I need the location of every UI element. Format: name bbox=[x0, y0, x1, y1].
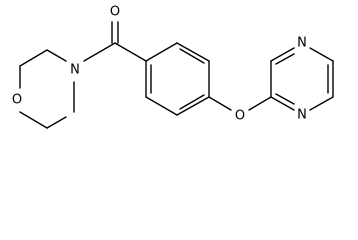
bond-morpholine-n-c1 bbox=[46, 49, 67, 62]
pyrazine-nitrogen-bottom-label: N bbox=[297, 108, 307, 123]
bond-carbonyl-c-aryl bbox=[114, 42, 147, 62]
bond-benzene-6 bbox=[145, 42, 178, 62]
bond-pyrazine-5 bbox=[309, 96, 334, 111]
morpholine-oxygen-label: O bbox=[12, 93, 22, 108]
bond-n-carbonyl-c bbox=[83, 42, 116, 62]
bond-benzene-inner-3 bbox=[179, 48, 205, 64]
bond-morpholine-c3-c4 bbox=[46, 116, 67, 129]
bond-benzene-inner-2 bbox=[179, 94, 205, 110]
bond-pyrazine-2 bbox=[270, 47, 295, 62]
bond-pyrazine-inner-3 bbox=[275, 93, 295, 105]
carbonyl-oxygen-label: O bbox=[110, 5, 120, 20]
bond-ether-o-pyrazine bbox=[248, 96, 272, 111]
morpholine-nitrogen-label: N bbox=[70, 63, 80, 78]
bond-pyrazine-inner-1 bbox=[275, 53, 295, 65]
bond-benzene-2 bbox=[145, 96, 178, 116]
bond-morpholine-o-c3 bbox=[19, 111, 48, 129]
bond-benzene-3 bbox=[176, 96, 210, 116]
ether-oxygen-label: O bbox=[235, 109, 245, 124]
bond-morpholine-c1-c2 bbox=[19, 49, 48, 67]
pyrazine-nitrogen-top-label: N bbox=[297, 36, 307, 51]
structure-diagram: O N O O N N bbox=[12, 5, 334, 129]
bond-aryl-ether-o bbox=[208, 96, 232, 111]
bond-pyrazine-6 bbox=[270, 96, 295, 111]
bond-benzene-5 bbox=[176, 42, 210, 62]
bond-pyrazine-3 bbox=[309, 47, 334, 62]
